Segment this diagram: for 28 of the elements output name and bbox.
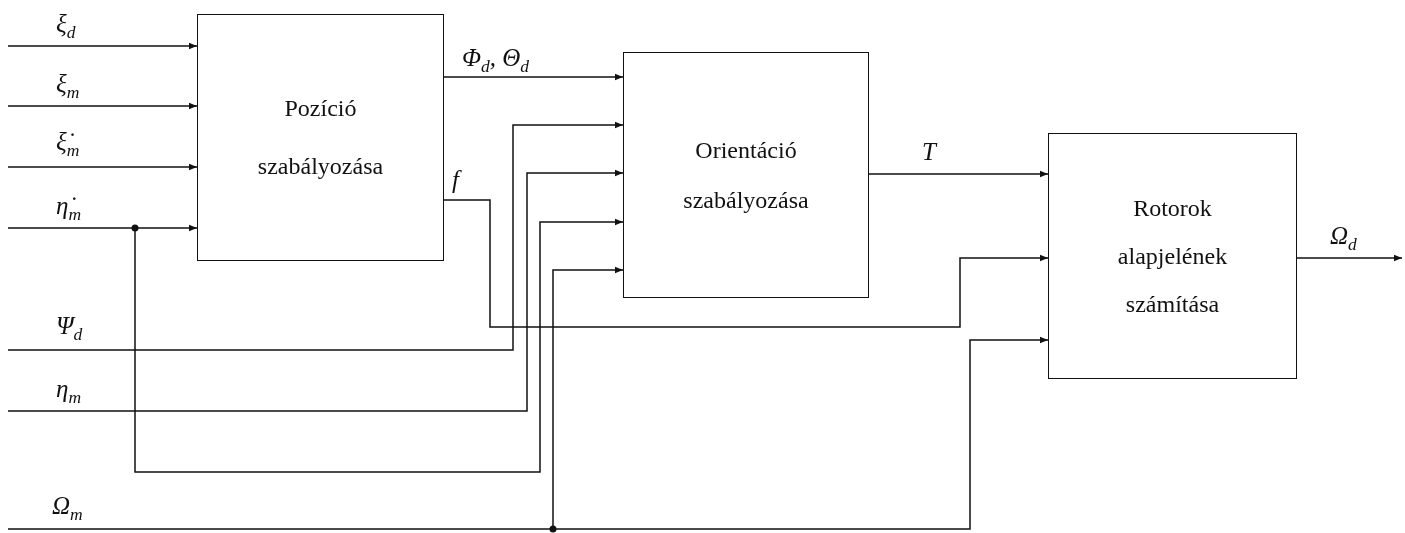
signal-arrow xyxy=(1296,254,1403,262)
signal-arrow xyxy=(868,170,1049,178)
signal-label: ξ$_{m}$ xyxy=(56,70,80,104)
signal-label: Ω$_{m}$ xyxy=(52,492,83,526)
signal-arrow xyxy=(7,224,198,232)
signal-label: ξ̇$_{m}$ xyxy=(56,128,80,162)
signal-label: η̇$_{m}$ xyxy=(56,192,82,226)
block-title: Pozíció szabályozása xyxy=(256,93,385,181)
signal-arrow xyxy=(7,102,198,110)
signal-label: Ω$_{d}$ xyxy=(1330,222,1357,256)
block-box xyxy=(197,14,444,261)
signal-arrow xyxy=(7,121,624,351)
signal-label: ξ$_{d}$ xyxy=(56,10,76,44)
signal-arrow xyxy=(443,199,1049,328)
block-box xyxy=(1048,133,1297,379)
block-title: Rotorok alapjelének számítása xyxy=(1116,194,1229,319)
signal-arrow xyxy=(7,266,624,530)
signal-label: T xyxy=(922,138,936,166)
block-box xyxy=(623,52,869,298)
signal-arrow xyxy=(7,42,198,50)
signal-label: Φ$_{d}$, Θ$_{d}$ xyxy=(462,44,530,78)
signal-arrow xyxy=(7,169,624,412)
signal-arrow xyxy=(134,218,624,473)
block-title: Orientáció szabályozása xyxy=(682,135,810,215)
signal-label: η$_{m}$ xyxy=(56,375,82,409)
signal-arrow xyxy=(7,163,198,171)
signal-arrow xyxy=(443,73,624,81)
signal-label: Ψ$_{d}$ xyxy=(56,312,83,346)
